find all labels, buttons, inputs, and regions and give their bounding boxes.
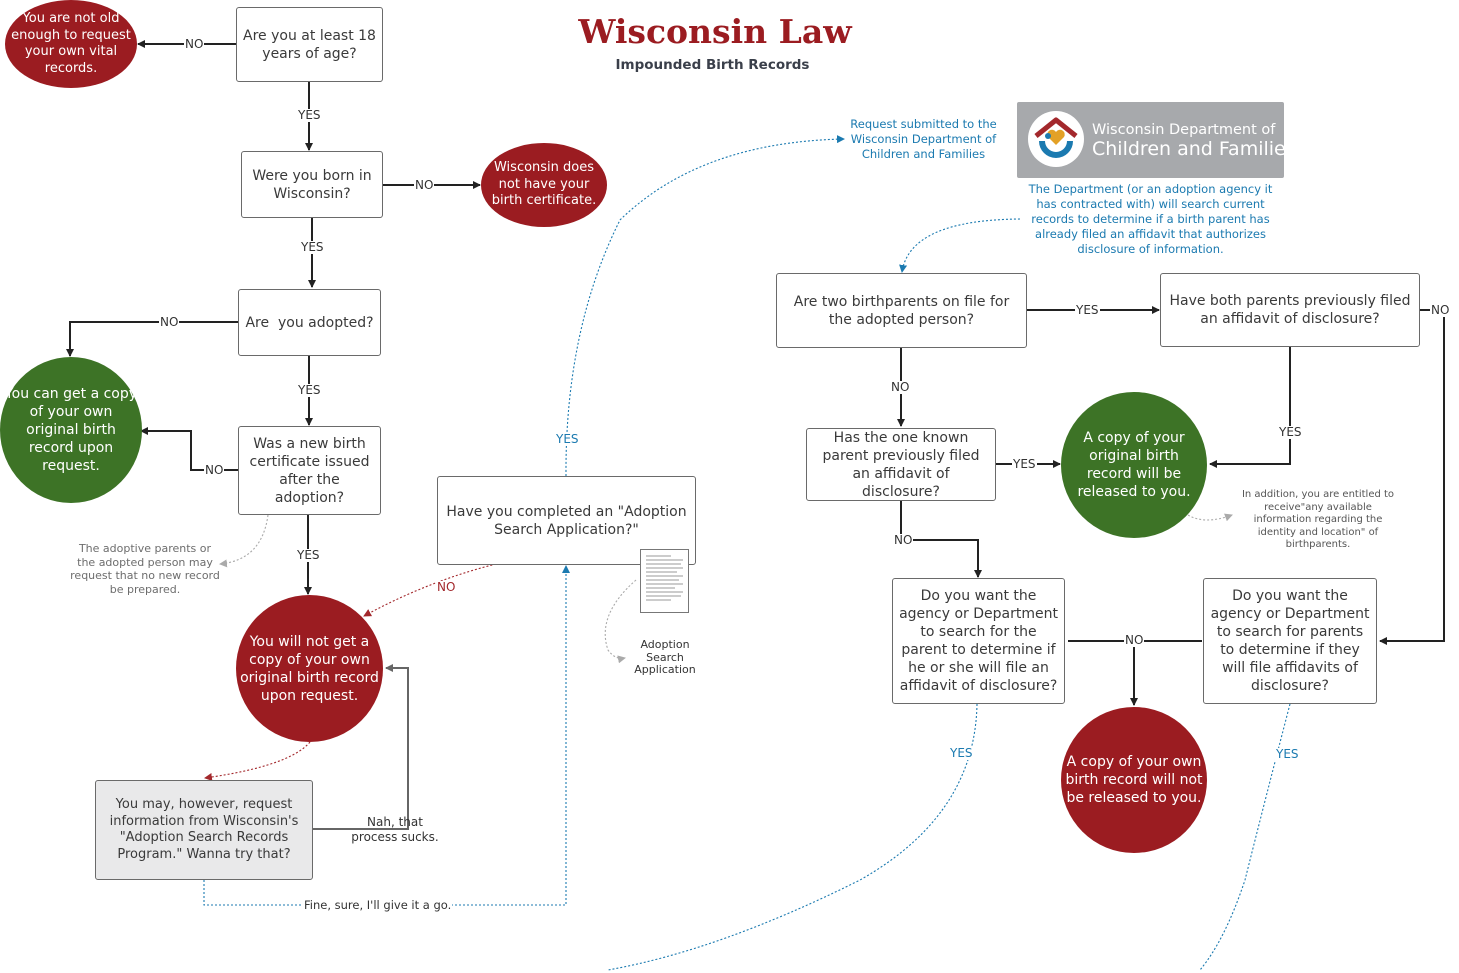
label-one-yes: YES <box>1012 457 1037 471</box>
edge-both-yes <box>1209 347 1291 468</box>
result-will-not-get-copy: You will not get a copy of your own orig… <box>236 595 383 742</box>
label-adopted-yes: YES <box>297 383 322 397</box>
label-age-yes: YES <box>297 108 322 122</box>
label-both-yes: YES <box>1278 425 1303 439</box>
label-merge-no: NO <box>1124 633 1145 647</box>
result-no-certificate: Wisconsin does not have your birth certi… <box>481 143 607 227</box>
edge-department <box>899 218 1021 273</box>
question-two-birthparents: Are two birthparents on file for the ado… <box>776 273 1027 348</box>
label-newcert-yes: YES <box>296 548 321 562</box>
dcf-logo-line1: Wisconsin Department of <box>1092 122 1276 138</box>
question-search-for-parent: Do you want the agency or Department to … <box>892 578 1065 704</box>
label-adopted-no: NO <box>159 315 180 329</box>
note-request-submitted: Request submitted to the Wisconsin Depar… <box>850 117 997 161</box>
edge-note-adoptive <box>219 514 269 568</box>
edge-doc-caption <box>604 579 637 664</box>
result-record-not-released: A copy of your own birth record will not… <box>1061 707 1207 853</box>
edge-one-no <box>900 501 982 578</box>
label-newcert-no: NO <box>204 463 225 477</box>
label-born-yes: YES <box>300 240 325 254</box>
edge-adopted-no <box>66 321 238 357</box>
label-search-parents-yes: YES <box>1275 747 1300 761</box>
question-one-parent-filed: Has the one known parent previously file… <box>806 428 996 501</box>
label-one-no: NO <box>893 533 914 547</box>
question-new-certificate: Was a new birth certificate issued after… <box>238 426 381 515</box>
edge-note-addition <box>1187 513 1233 522</box>
note-department-search: The Department (or an adoption agency it… <box>1028 182 1273 256</box>
edge-both-no <box>1379 309 1445 645</box>
dcf-logo: Wisconsin Department of Children and Fam… <box>1017 102 1296 178</box>
result-record-released: A copy of your original birth record wil… <box>1061 392 1207 538</box>
question-adopted: Are you adopted? <box>238 289 381 356</box>
note-adoptive-parents: The adoptive parents or the adopted pers… <box>70 542 220 596</box>
caption-adoption-search-application: Adoption Search Application <box>634 638 696 676</box>
result-not-old-enough: You are not old enough to request your o… <box>5 0 137 88</box>
label-age-no: NO <box>184 37 205 51</box>
question-age: Are you at least 18 years of age? <box>236 7 383 82</box>
result-can-get-copy: You can get a copy of your own original … <box>0 357 142 503</box>
edge-application-yes <box>565 135 845 477</box>
edge-search-parents-yes <box>1199 703 1291 971</box>
note-additional-information: In addition, you are entitled to receive… <box>1241 489 1395 550</box>
label-two-no: NO <box>890 380 911 394</box>
label-born-no: NO <box>414 178 435 192</box>
edge-application-no <box>363 562 501 617</box>
dcf-logo-line2: Children and Families <box>1092 138 1296 160</box>
dcf-house-heart-icon <box>1028 111 1084 167</box>
question-both-filed: Have both parents previously filed an af… <box>1160 273 1420 347</box>
label-application-yes: YES <box>555 432 580 446</box>
label-both-no: NO <box>1430 303 1451 317</box>
question-search-records-program: You may, however, request information fr… <box>95 780 313 880</box>
note-nah: Nah, that process sucks. <box>351 815 439 844</box>
label-fine: Fine, sure, I'll give it a go. <box>303 898 453 912</box>
label-two-yes: YES <box>1075 303 1100 317</box>
page-subtitle: Impounded Birth Records <box>615 57 810 73</box>
page-title: Wisconsin Law <box>578 12 852 51</box>
edge-search-parent-yes <box>607 703 978 971</box>
edge-nah <box>313 664 409 830</box>
label-application-no: NO <box>436 580 457 594</box>
application-document-icon <box>640 549 689 613</box>
question-search-for-parents: Do you want the agency or Department to … <box>1203 578 1377 704</box>
edge-to-program <box>204 741 311 781</box>
question-born-wisconsin: Were you born in Wisconsin? <box>241 151 383 218</box>
label-search-parent-yes: YES <box>949 746 974 760</box>
